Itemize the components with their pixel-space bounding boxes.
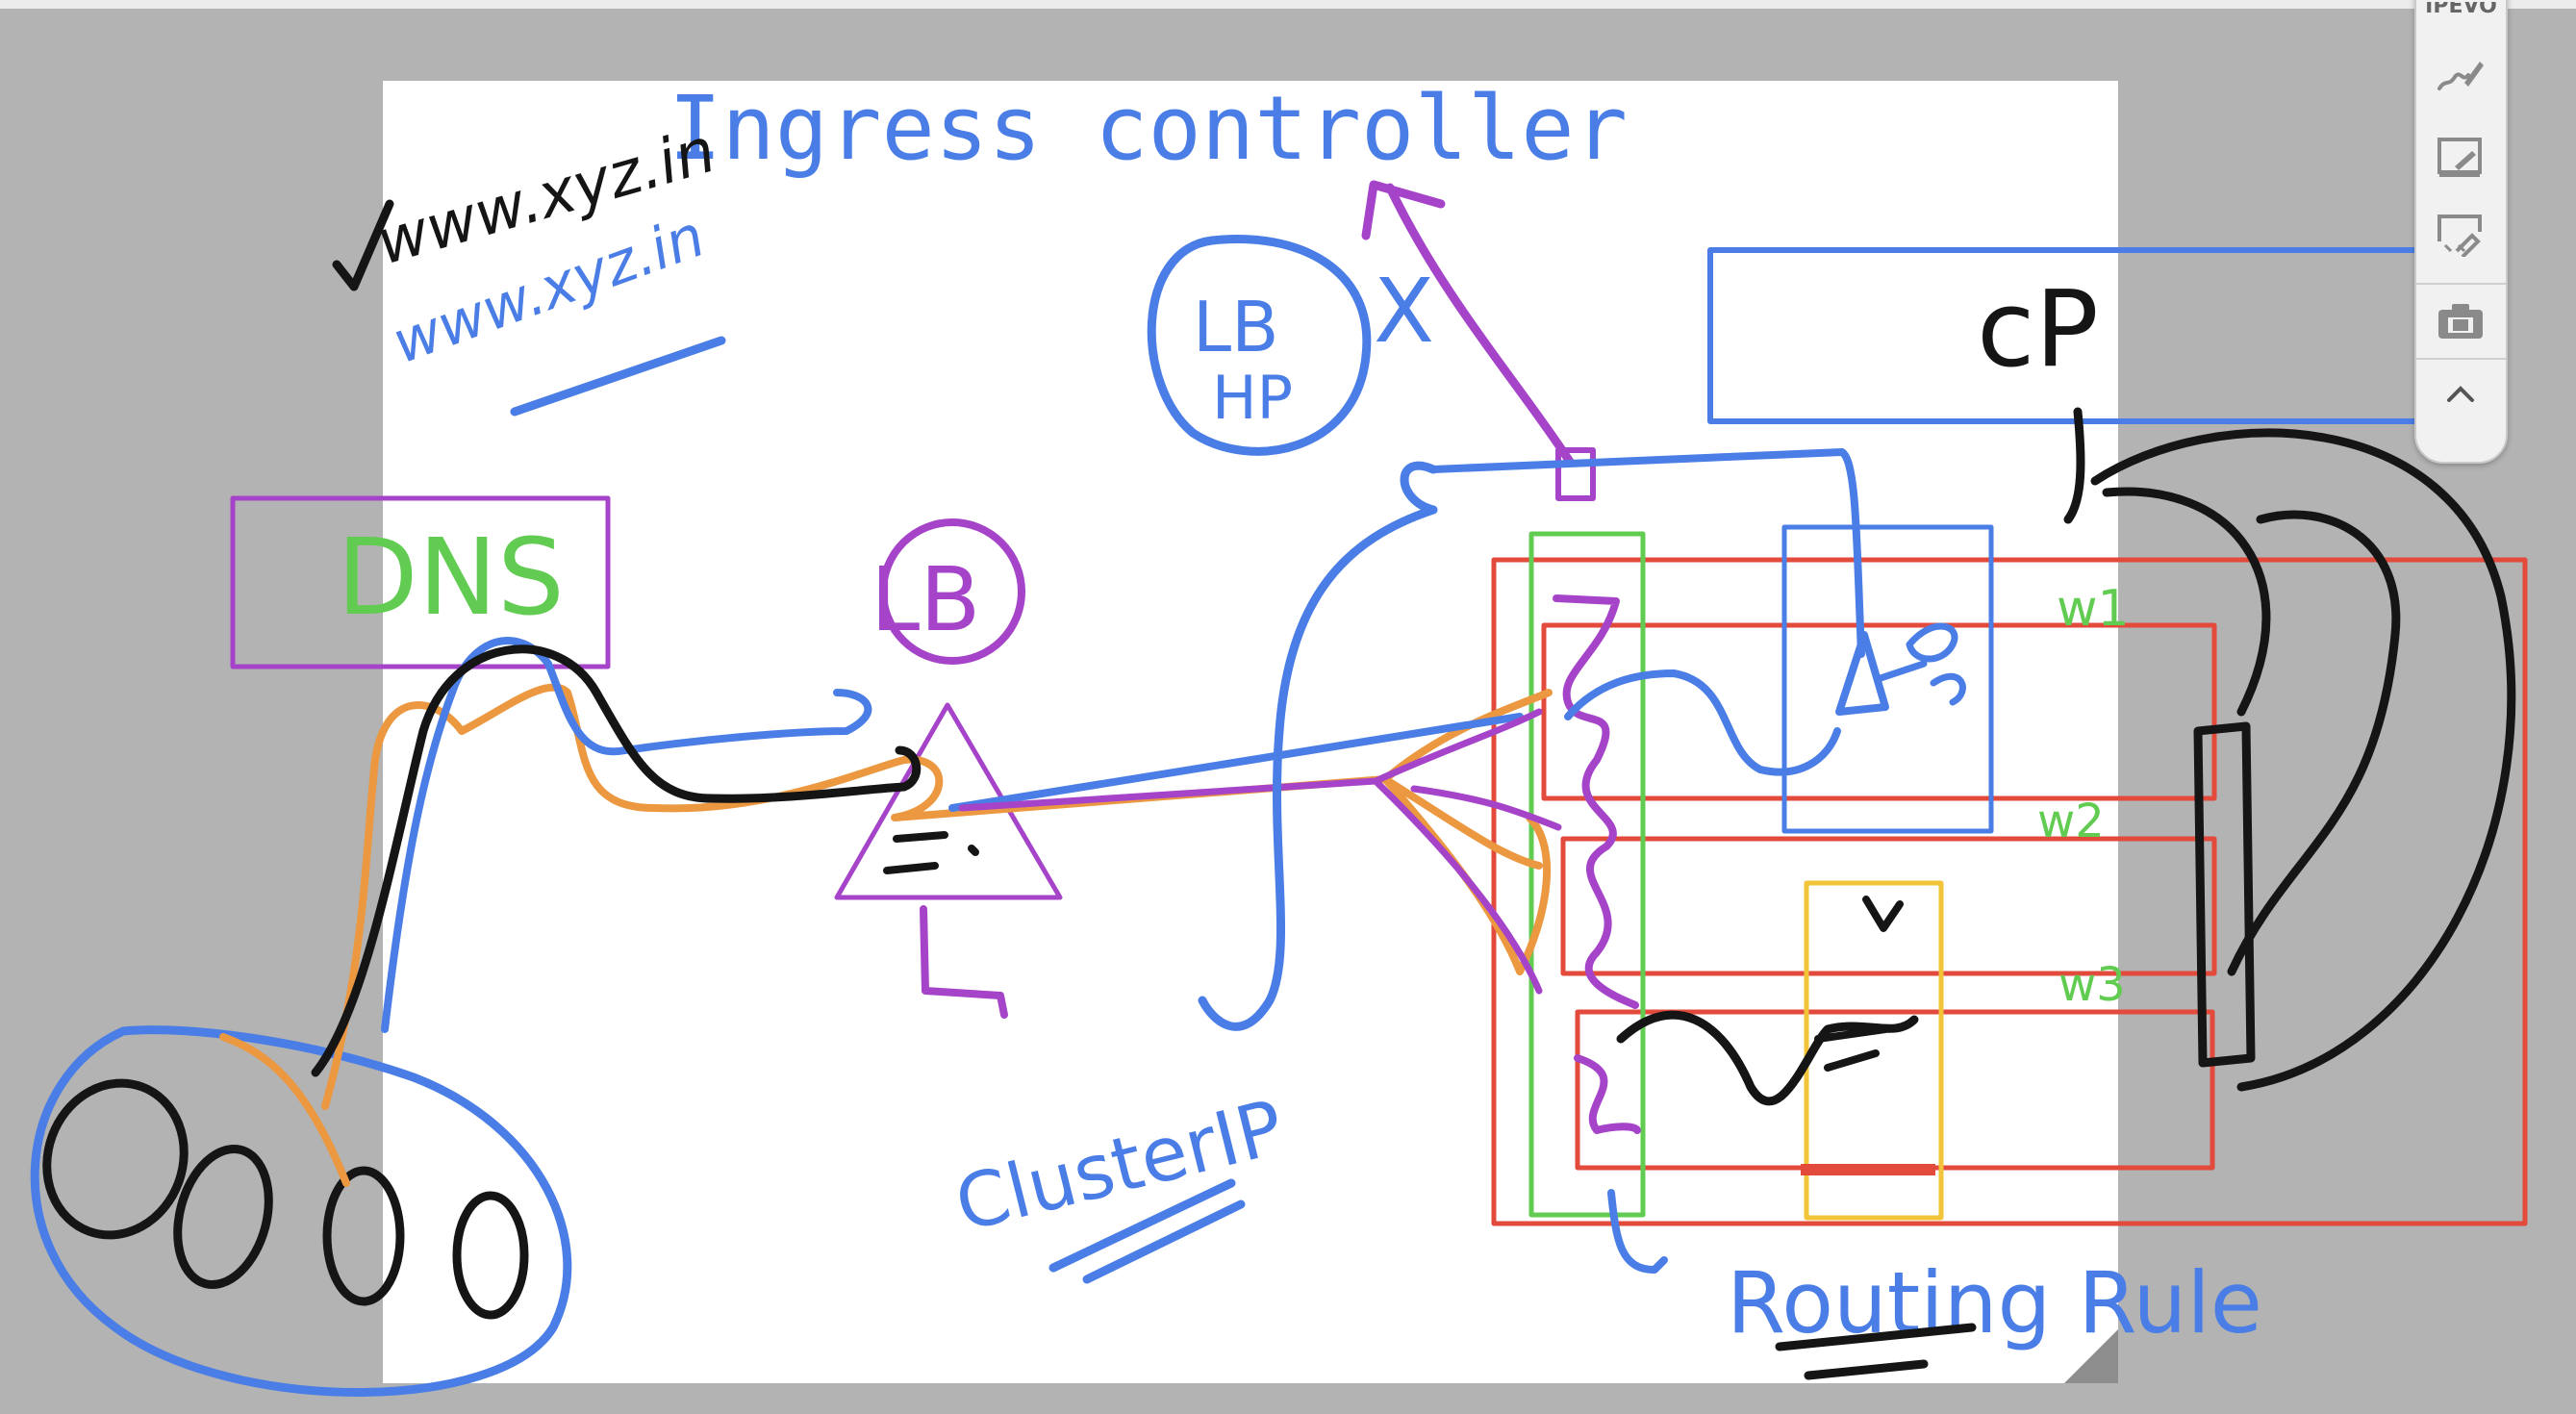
lb-hp-label-2: HP xyxy=(1212,363,1293,433)
whiteboard-erase-button[interactable] xyxy=(2430,204,2491,265)
dns-label: DNS xyxy=(337,516,565,639)
load-balancer: LB xyxy=(834,518,1063,1019)
ingress-column xyxy=(1528,531,1646,1218)
cp-label: cP xyxy=(1977,267,2099,391)
lb-hp-note: LB HP X xyxy=(1147,235,1434,456)
traffic-flows xyxy=(219,407,2516,1187)
page-curl-corner xyxy=(2064,1329,2118,1383)
pen-tool-button[interactable] xyxy=(2430,45,2491,107)
routing-rule-label: Routing Rule xyxy=(1727,1253,2262,1352)
diagram-title: Ingress controller xyxy=(669,77,1628,180)
dns-box: DNS xyxy=(230,495,611,669)
camera-button[interactable] xyxy=(2430,290,2491,352)
service-pod-box xyxy=(1781,524,1994,834)
chevron-up-icon xyxy=(2447,386,2474,402)
board-erase-icon xyxy=(2437,215,2482,257)
pen-icon xyxy=(2437,62,2484,90)
board-edit-icon xyxy=(2437,138,2482,177)
collapse-toolbar-button[interactable] xyxy=(2430,363,2491,424)
whiteboard-edit-button[interactable] xyxy=(2430,127,2491,189)
brand-logo: IPEVO xyxy=(2425,2,2497,18)
whiteboard-toolbar: IPEVO xyxy=(2414,0,2508,464)
ingress-arrow xyxy=(1361,180,1596,501)
client-cluster xyxy=(30,1025,572,1397)
lb-label: LB xyxy=(871,548,980,651)
target-pod-box xyxy=(1804,880,1944,1221)
lb-hp-label-1: LB xyxy=(1193,287,1279,367)
node-w2-label: w2 xyxy=(2037,795,2105,848)
window-top-strip xyxy=(0,0,2576,9)
node-w3-label: w3 xyxy=(2058,958,2126,1012)
x-mark: X xyxy=(1374,260,1434,363)
camera-icon xyxy=(2438,304,2483,339)
node-w1-label: w1 xyxy=(2057,580,2130,638)
